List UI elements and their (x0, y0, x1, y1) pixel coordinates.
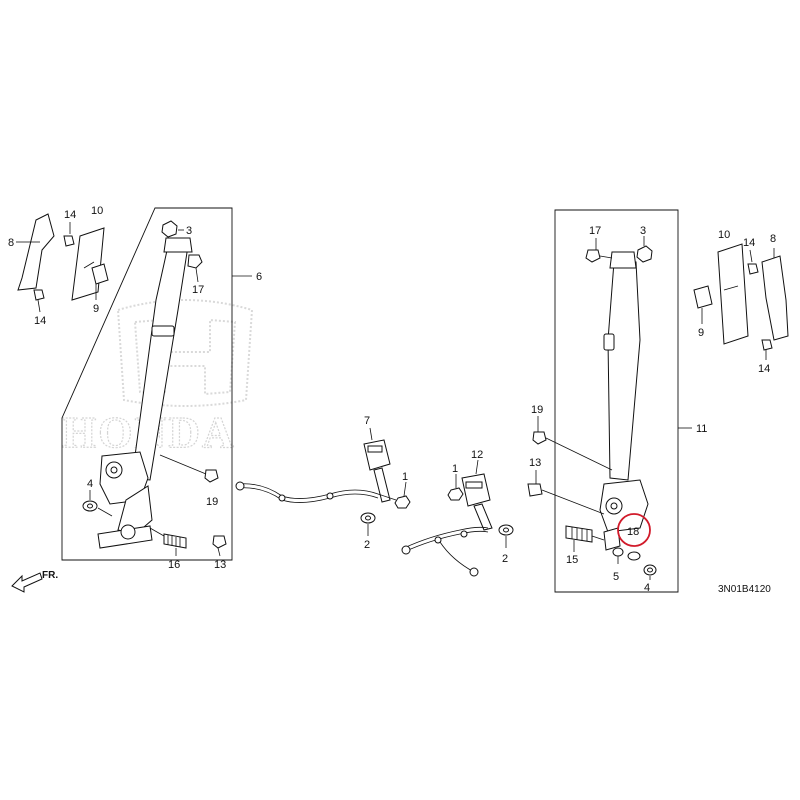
part-14-bolt-left-b (33, 289, 45, 301)
part-3-nut-left (161, 220, 178, 238)
right-retractor (599, 479, 649, 533)
part-14-bolt-left-a (63, 235, 75, 247)
part-14-bolt-right-b (761, 339, 773, 351)
callout-3: 3 (640, 225, 646, 237)
part-17-bolt-right (585, 249, 601, 263)
left-assembly: 10 14 8 9 14 3 17 6 19 4 16 13 (8, 205, 262, 571)
callout-10: 10 (718, 229, 730, 241)
part-9-clip-right (693, 285, 713, 309)
part-14-bolt-right-a (747, 263, 759, 275)
callout-12: 12 (471, 449, 483, 461)
highlight-circle-18[interactable] (617, 513, 651, 547)
center-buckles: 7 1 2 12 1 2 (235, 415, 514, 577)
part-1-nut-b (447, 487, 464, 501)
part-12-buckle (461, 473, 491, 507)
callout-5: 5 (613, 571, 619, 583)
callout-10: 10 (91, 205, 103, 217)
direction-label: FR. (42, 570, 58, 581)
callout-14: 14 (758, 363, 770, 375)
right-belt-webbing (607, 261, 641, 481)
part-13-bolt-right (527, 483, 543, 497)
callout-9: 9 (698, 327, 704, 339)
callout-2: 2 (364, 539, 370, 551)
callout-4: 4 (644, 582, 650, 594)
callout-14: 14 (34, 315, 46, 327)
callout-13: 13 (529, 457, 541, 469)
front-direction-indicator: FR. (11, 570, 58, 593)
callout-14: 14 (743, 237, 755, 249)
callout-17: 17 (589, 225, 601, 237)
part-8-bracket-left (17, 213, 55, 291)
callout-2: 2 (502, 553, 508, 565)
left-upper-anchor (163, 237, 193, 253)
diagram-code: 3N01B4120 (718, 584, 771, 595)
callout-19: 19 (206, 496, 218, 508)
callout-9: 9 (93, 303, 99, 315)
part-17-bolt-left (187, 254, 203, 269)
part-7-buckle (363, 439, 391, 471)
part-19-bolt-right (532, 431, 547, 445)
callout-3: 3 (186, 225, 192, 237)
part-16-bolt (163, 533, 187, 549)
front-arrow-icon (11, 572, 43, 593)
callout-15: 15 (566, 554, 578, 566)
callout-1: 1 (452, 463, 458, 475)
callout-8: 8 (770, 233, 776, 245)
part-13-bolt-left (212, 535, 227, 549)
callout-18[interactable]: 18 (627, 526, 639, 538)
callout-17: 17 (192, 284, 204, 296)
part-19-bolt-left (204, 469, 219, 483)
right-upper-anchor (609, 251, 637, 269)
part-5-washer (612, 547, 624, 557)
part-1-nut-a (394, 495, 411, 509)
callout-1: 1 (402, 471, 408, 483)
part-9-clip-left (91, 263, 109, 285)
callout-4: 4 (87, 478, 93, 490)
left-belt-stopper (151, 325, 175, 337)
part-10-trim-right (717, 243, 749, 345)
right-assembly: 17 3 10 14 8 9 14 11 19 13 15 18 5 4 (527, 209, 789, 594)
part-15-bolt (565, 525, 593, 543)
callout-8: 8 (8, 237, 14, 249)
callout-11: 11 (696, 423, 707, 435)
callout-14: 14 (64, 209, 76, 221)
callout-6: 6 (256, 271, 262, 283)
part-3-nut-right (636, 245, 653, 263)
left-assembly-frame (61, 207, 233, 561)
callout-16: 16 (168, 559, 180, 571)
callout-7: 7 (364, 415, 370, 427)
right-assembly-frame (554, 209, 679, 593)
callout-19: 19 (531, 404, 543, 416)
part-10-trim-left (71, 227, 105, 301)
part-18-washer[interactable] (627, 551, 641, 561)
callout-13: 13 (214, 559, 226, 571)
part-8-bracket-right (761, 255, 789, 341)
